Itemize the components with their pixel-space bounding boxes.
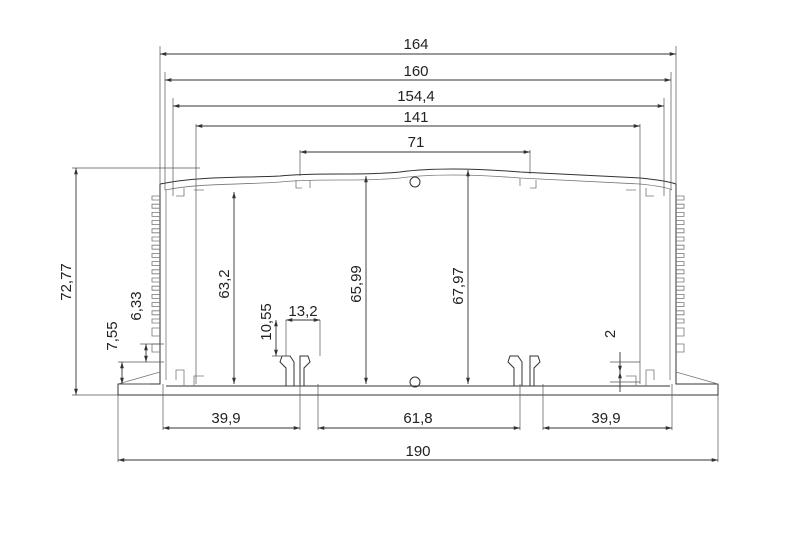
dim-left-bay: 39,9 [211, 410, 240, 427]
dim-inner-height-center: 65,99 [348, 265, 365, 303]
fin-right [676, 310, 685, 316]
dim-overall-height: 72,77 [58, 263, 75, 301]
slot-right [676, 327, 685, 337]
dim-base-width: 190 [405, 443, 430, 460]
fin-left [151, 302, 160, 307]
fin-right [676, 220, 685, 225]
fin-left [151, 285, 160, 291]
dim-center-bay: 61,8 [403, 410, 432, 427]
fin-right [676, 285, 685, 291]
dim-rail-width: 13,2 [288, 303, 317, 320]
dim-outer-width: 160 [403, 63, 428, 80]
fin-left [151, 203, 160, 209]
dim-inner-height-right: 67,97 [450, 267, 467, 305]
fin-right [676, 269, 685, 275]
fin-left [151, 236, 160, 242]
cooling-fins [151, 195, 685, 353]
slot-left [151, 327, 160, 337]
fin-left [151, 294, 160, 299]
extension-lines [72, 46, 719, 462]
fin-right [676, 318, 685, 324]
fin-left [151, 261, 160, 266]
fin-left [151, 277, 160, 283]
fin-right [676, 203, 685, 209]
dimension-lines [74, 52, 718, 462]
dim-inner-width: 154,4 [397, 88, 435, 105]
dim-slot-height: 6,33 [128, 291, 145, 320]
fin-right [676, 212, 685, 217]
fin-left [151, 212, 160, 217]
dim-rail-span: 141 [403, 109, 428, 126]
fin-right [676, 244, 685, 250]
fin-right [676, 195, 685, 201]
fin-left [151, 220, 160, 225]
fin-right [676, 294, 685, 299]
fin-left [151, 253, 160, 258]
dim-rail-height: 10,55 [258, 303, 275, 341]
dim-inner-height-left: 63,2 [216, 269, 233, 298]
fin-left [151, 228, 160, 234]
fin-right [676, 261, 685, 266]
profile-outline [117, 168, 719, 396]
fin-right [676, 228, 685, 234]
dim-flange-height: 7,55 [104, 321, 121, 350]
fin-left [151, 195, 160, 201]
fin-left [151, 318, 160, 324]
dim-foot-height: 2 [602, 330, 619, 338]
fin-right [676, 302, 685, 307]
fin-right [676, 277, 685, 283]
slot-right [676, 343, 685, 353]
fin-left [151, 310, 160, 316]
dim-center-span: 71 [408, 134, 425, 151]
dim-overall-outer-width: 164 [403, 36, 428, 53]
dim-right-bay: 39,9 [591, 410, 620, 427]
fin-left [151, 269, 160, 275]
fin-right [676, 253, 685, 258]
dimension-labels: 164 160 154,4 141 71 72,77 63,2 65,99 67… [58, 36, 621, 460]
slot-left [151, 343, 160, 353]
fin-right [676, 236, 685, 242]
fin-left [151, 244, 160, 250]
